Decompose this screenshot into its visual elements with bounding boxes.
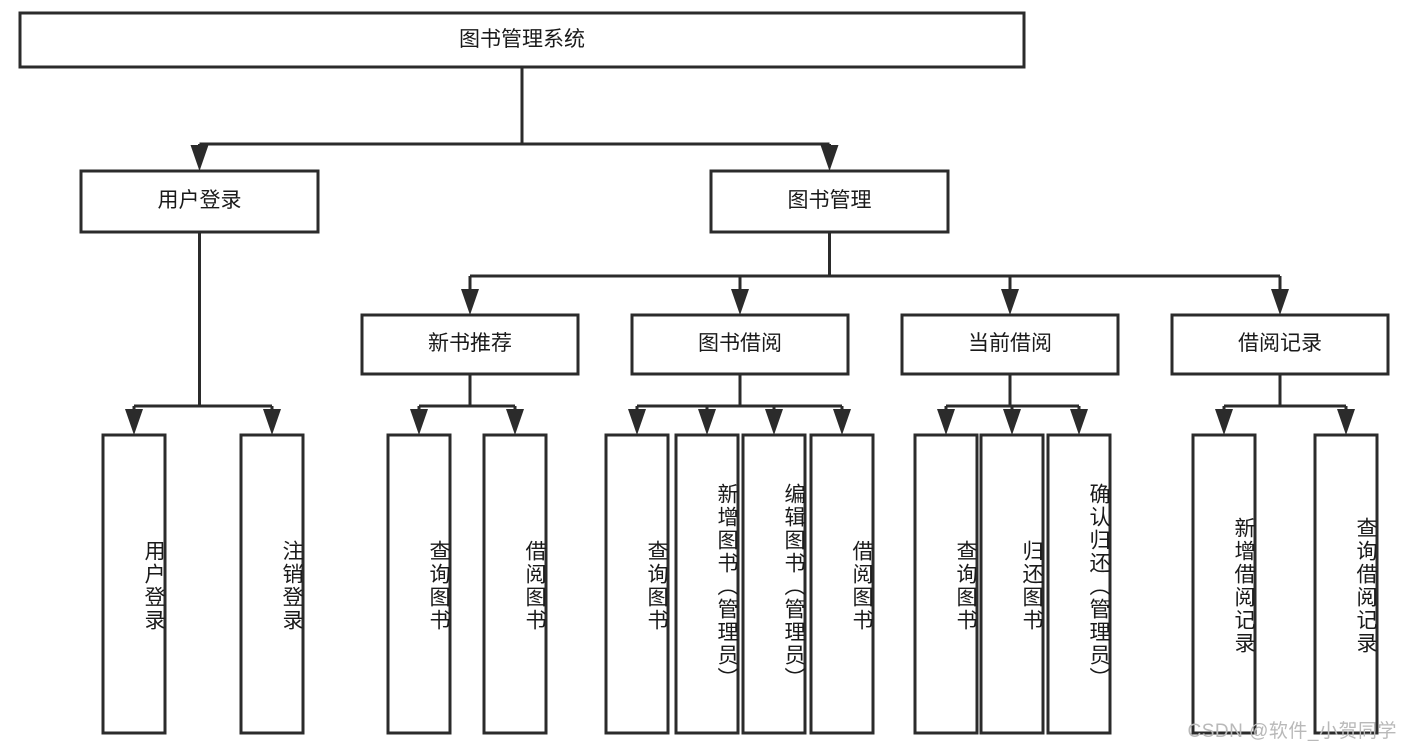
arrow-head-icon: [628, 409, 646, 435]
arrow-head-icon: [731, 289, 749, 315]
arrow-head-icon: [1070, 409, 1088, 435]
arrow-head-icon: [461, 289, 479, 315]
connector-layer: [125, 67, 1355, 435]
arrow-head-icon: [410, 409, 428, 435]
arrow-head-icon: [833, 409, 851, 435]
node-box-new-book-rec: [360, 313, 580, 376]
node-box-layer: [18, 11, 1390, 735]
node-box-book-manage: [709, 169, 950, 234]
arrow-head-icon: [1337, 409, 1355, 435]
arrow-head-icon: [1001, 289, 1019, 315]
node-box-leaf-user-logout: [239, 433, 305, 735]
node-box-current-borrow: [900, 313, 1120, 376]
node-box-leaf-add-book: [674, 433, 740, 735]
arrow-head-icon: [506, 409, 524, 435]
node-box-leaf-confirm-return: [1046, 433, 1112, 735]
arrow-head-icon: [698, 409, 716, 435]
node-box-root: [18, 11, 1026, 69]
node-box-leaf-query-record: [1313, 433, 1379, 735]
arrow-head-icon: [190, 145, 209, 171]
node-box-borrow-record: [1170, 313, 1390, 376]
node-box-leaf-return-book: [979, 433, 1045, 735]
arrow-head-icon: [1003, 409, 1021, 435]
node-box-leaf-edit-book: [741, 433, 807, 735]
arrow-head-icon: [937, 409, 955, 435]
arrow-head-icon: [125, 409, 143, 435]
node-box-leaf-query-book-current: [913, 433, 979, 735]
node-box-leaf-query-book-rec: [386, 433, 452, 735]
arrow-head-icon: [263, 409, 281, 435]
node-box-user-login: [79, 169, 320, 234]
node-box-leaf-query-book-borrow: [604, 433, 670, 735]
arrow-head-icon: [820, 145, 839, 171]
node-box-book-borrow: [630, 313, 850, 376]
watermark: CSDN @软件_小贺同学: [1187, 721, 1397, 742]
arrow-head-icon: [1215, 409, 1233, 435]
node-box-leaf-user-login: [101, 433, 167, 735]
arrow-head-icon: [1271, 289, 1289, 315]
node-box-leaf-add-record: [1191, 433, 1257, 735]
node-box-leaf-borrow-book: [809, 433, 875, 735]
arrow-head-icon: [765, 409, 783, 435]
node-box-leaf-borrow-book-rec: [482, 433, 548, 735]
